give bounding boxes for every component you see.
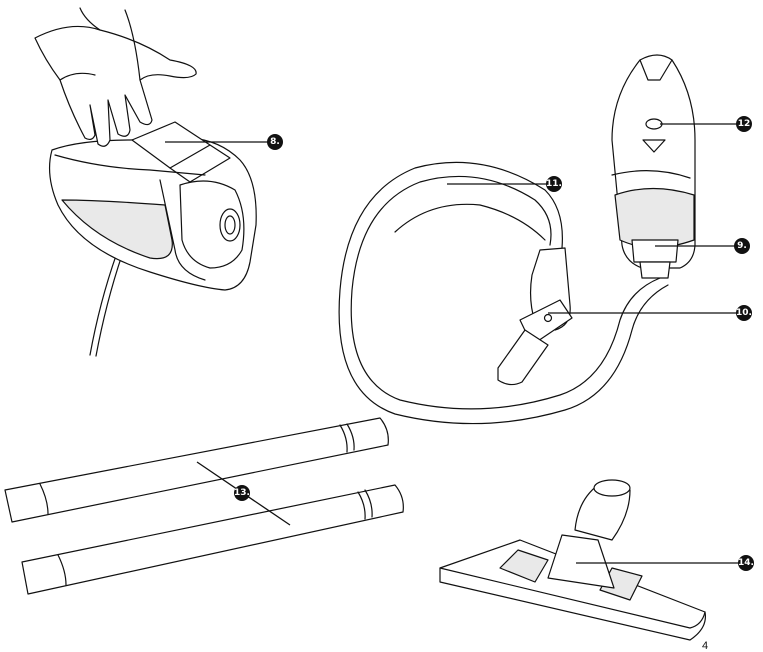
svg-text:9.: 9. — [737, 241, 747, 251]
callout-14: 14. — [576, 555, 754, 571]
callout-10: 10. — [548, 305, 752, 321]
floor-nozzle-drawing — [439, 479, 707, 641]
callout-9: 9. — [655, 238, 750, 254]
callout-13: 13. — [196, 461, 291, 526]
dust-bag-housing-drawing — [34, 7, 257, 357]
svg-text:11.: 11. — [546, 179, 562, 189]
svg-text:13.: 13. — [234, 488, 250, 498]
extension-tubes-drawing — [4, 417, 404, 595]
callout-12: 12 — [660, 116, 752, 132]
svg-text:8.: 8. — [270, 137, 280, 147]
callout-8: 8. — [165, 134, 283, 150]
page-number: 4 — [702, 640, 709, 652]
svg-text:14.: 14. — [738, 558, 754, 568]
callout-11: 11. — [447, 176, 562, 192]
svg-text:10.: 10. — [736, 308, 752, 318]
svg-text:12: 12 — [738, 119, 751, 129]
handle-hose-drawing — [338, 54, 696, 425]
